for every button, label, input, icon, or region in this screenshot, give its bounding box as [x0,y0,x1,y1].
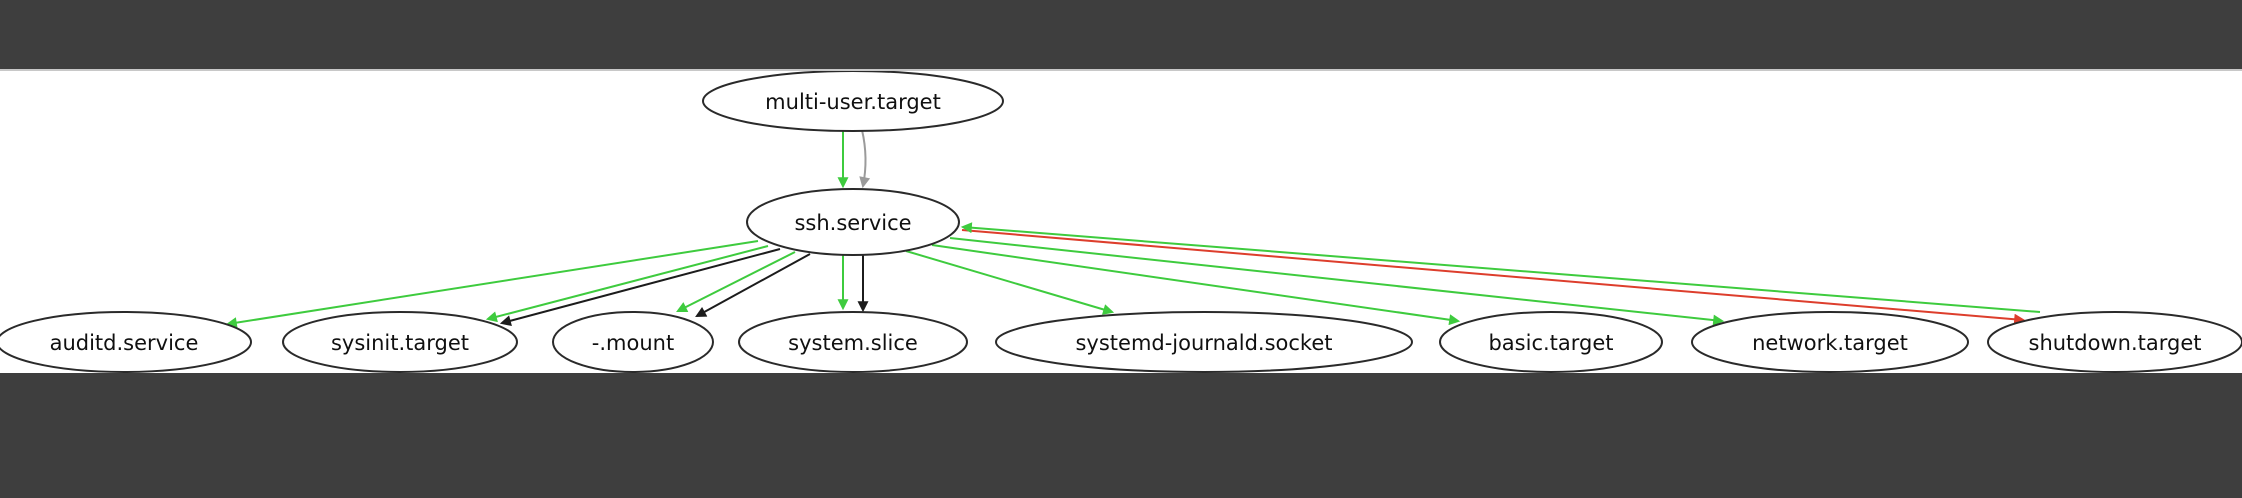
edge-multi-user-target-to-ssh-service [859,129,871,189]
node-ellipse-ssh-service [746,188,960,256]
edge-ssh-service-to-network-target [949,237,1725,326]
node-ellipse-multi-user-target [702,70,1004,132]
node-ellipse-systemd-journald-socket [995,311,1413,373]
node-label-sysinit-target: sysinit.target [331,331,469,355]
edge-ssh-service-to-shutdown-target [961,229,2026,325]
node-label-auditd-service: auditd.service [50,331,199,355]
edge-ssh-service-to-sysinit-target [485,245,769,323]
node-label-multi-user-target: multi-user.target [765,90,941,114]
node-ellipse-basic-target [1439,311,1663,373]
node-label-basic-target: basic.target [1488,331,1613,355]
edge-ssh-service-to-auditd-service [225,240,759,329]
node-label-system-slice: system.slice [788,331,918,355]
node-label-ssh-service: ssh.service [794,211,911,235]
viewer-top-bar [0,0,2242,71]
node-ellipse-system-slice [738,311,968,373]
edge-ssh-service-to---mount [676,251,796,312]
edge-ssh-service-to-sysinit-target [499,248,781,327]
node-ellipse-root-mount [552,311,714,373]
edge-shutdown-target-to-ssh-service [960,222,2041,313]
node-label-network-target: network.target [1752,331,1908,355]
node-ellipse-auditd-service [0,311,252,373]
edge-layer [225,129,2041,329]
node-ellipse-network-target [1691,311,1969,373]
edge-ssh-service-to---mount [695,253,811,318]
node-label-systemd-journald-socket: systemd-journald.socket [1075,331,1332,355]
edge-ssh-service-to-basic-target [931,244,1461,326]
node-label-root-mount: -.mount [592,331,674,355]
node-ellipse-shutdown-target [1987,311,2242,373]
node-ellipse-sysinit-target [282,311,518,373]
node-layer: multi-user.target ssh.service auditd.servi… [0,70,2242,373]
edge-ssh-service-to-systemd-journald-socket [905,250,1115,315]
viewer-bottom-bar [0,373,2242,498]
node-label-shutdown-target: shutdown.target [2029,331,2202,355]
